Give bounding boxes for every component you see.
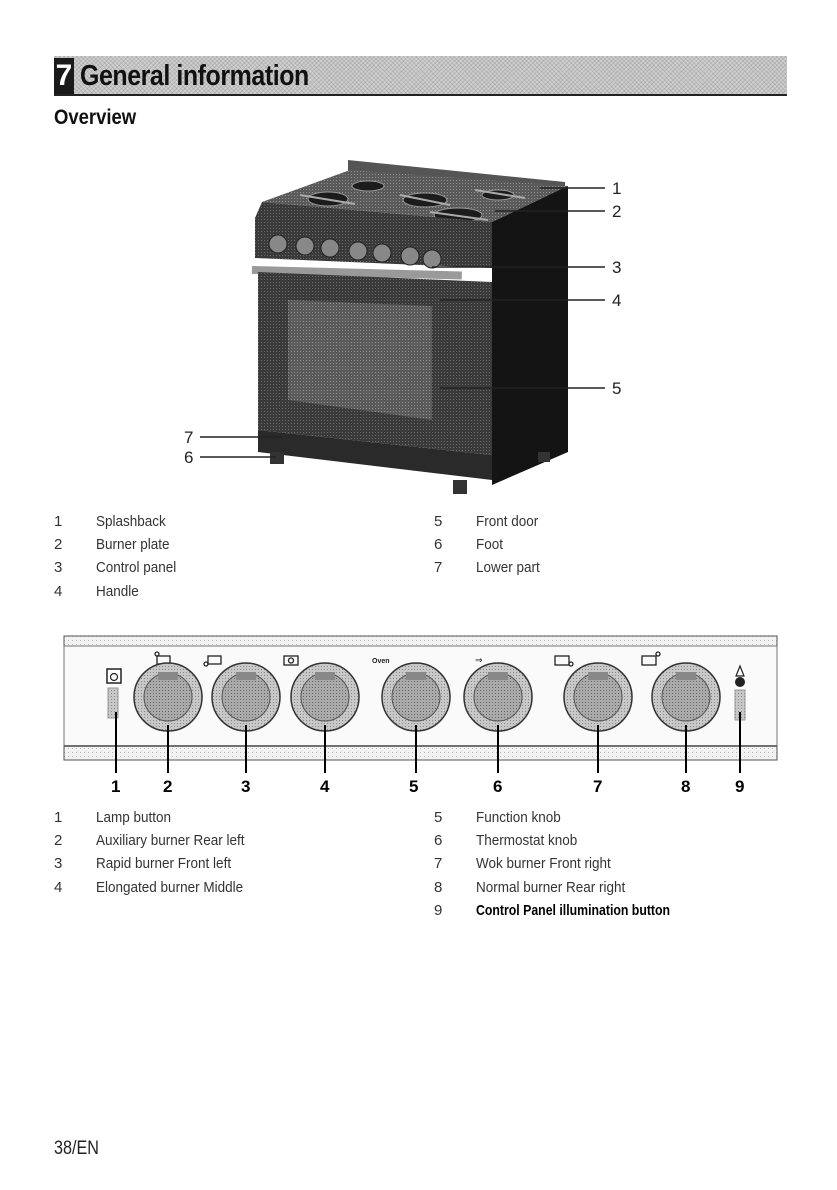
stove-handle (251, 266, 462, 280)
panel-num-1: 1 (111, 777, 120, 796)
callout-4: 4 (612, 291, 621, 310)
lamp-button-icon (106, 668, 122, 684)
knob-elongated-middle[interactable] (290, 662, 360, 732)
foot-front-right (453, 480, 467, 494)
pointer-lines (115, 712, 741, 773)
callout-5: 5 (612, 379, 621, 398)
stove-knobs (268, 234, 442, 269)
grates (299, 189, 526, 221)
foot-rear-right (538, 452, 550, 462)
callout-7: 7 (184, 428, 193, 447)
panel-num-9: 9 (735, 777, 744, 796)
callout-1: 1 (612, 179, 621, 198)
illumination-icon (735, 664, 745, 687)
stove-side (492, 186, 568, 485)
knob-normal-rear-right[interactable] (651, 662, 721, 732)
subtitle: Overview (54, 106, 137, 129)
section-header: 7 General information (54, 56, 787, 96)
lower-part (258, 430, 492, 480)
stove-illustration: 1 2 3 4 5 7 6 (184, 160, 621, 494)
lamp-button[interactable] (107, 687, 119, 719)
oven-window (288, 300, 432, 420)
panel-num-4: 4 (320, 777, 330, 796)
knob-thermostat[interactable] (463, 662, 533, 732)
chapter-number: 7 (54, 58, 74, 94)
knob-auxiliary-rear-left[interactable] (133, 662, 203, 732)
foot (270, 452, 284, 464)
callout-6: 6 (184, 448, 193, 467)
panel-num-5: 5 (409, 777, 418, 796)
burner-front-right-icon (554, 655, 570, 666)
control-panel-diagram: Oven ⇒ (63, 635, 778, 796)
oven-label: Oven (372, 658, 390, 665)
burner-rear-right-icon (641, 655, 657, 666)
panel-num-2: 2 (163, 777, 172, 796)
panel-num-6: 6 (493, 777, 502, 796)
page-number: 38/EN (54, 1138, 99, 1159)
callout-lines (200, 187, 605, 458)
thermostat-icon: ⇒ (475, 655, 483, 665)
panel-num-3: 3 (241, 777, 250, 796)
burner-front-left-icon (207, 655, 222, 665)
section-title: General information (80, 60, 309, 92)
knob-symbols (154, 651, 661, 667)
knob-function[interactable] (381, 662, 451, 732)
panel-num-8: 8 (681, 777, 690, 796)
knob-wok-front-right[interactable] (563, 662, 633, 732)
knob-rapid-front-left[interactable] (211, 662, 281, 732)
panel-num-7: 7 (593, 777, 602, 796)
callout-3: 3 (612, 258, 621, 277)
burner-middle-icon (283, 655, 299, 666)
callout-2: 2 (612, 202, 621, 221)
